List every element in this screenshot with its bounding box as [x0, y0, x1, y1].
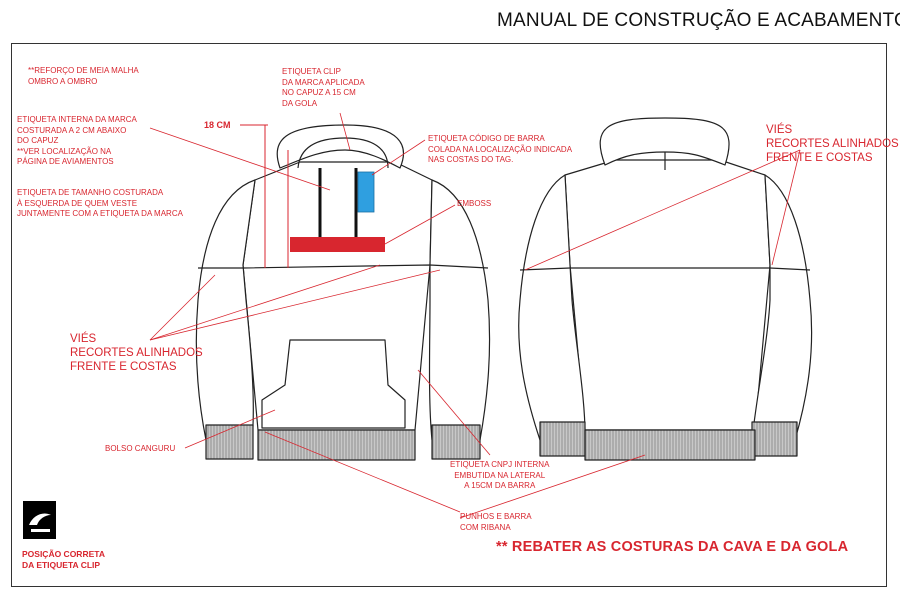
front-right-cuff [431, 424, 481, 460]
front-hood [276, 124, 404, 169]
label-vies-right: VIÉS RECORTES ALINHADOS FRENTE E COSTAS [766, 124, 899, 164]
hoodie-front [195, 124, 491, 461]
label-etiqueta-cnpj: ETIQUETA CNPJ INTERNA EMBUTIDA NA LATERA… [450, 460, 550, 490]
label-etiqueta-interna: ETIQUETA INTERNA DA MARCA COSTURADA A 2 … [17, 115, 137, 166]
hoodie-back [518, 117, 813, 461]
label-bolso-canguru: BOLSO CANGURU [105, 444, 176, 453]
front-hood-inner [297, 137, 389, 169]
back-body [564, 159, 771, 431]
label-emboss: EMBOSS [457, 199, 492, 208]
emboss-mark [290, 237, 385, 252]
diagram-frame [11, 43, 887, 587]
front-kangaroo-pocket [261, 339, 406, 429]
label-punhos-barra: PUNHOS E BARRA COM RIBANA [460, 512, 532, 532]
bottom-note: ** REBATER AS COSTURAS DA CAVA E DA GOLA [496, 539, 849, 555]
back-right-cuff [751, 421, 798, 457]
back-hood [599, 117, 730, 166]
back-left-cuff [539, 421, 586, 457]
measurement-18cm [240, 124, 289, 268]
label-medida-18cm: 18 CM [204, 120, 231, 130]
label-posicao-correta: POSIÇÃO CORRETA DA ETIQUETA CLIP [22, 549, 105, 570]
page-title: MANUAL DE CONSTRUÇÃO E ACABAMENTOS [497, 10, 900, 31]
back-yoke-seam [519, 267, 811, 271]
brand-logo-icon [23, 501, 56, 539]
back-waistband [584, 429, 756, 461]
label-etiqueta-codigo-barra: ETIQUETA CÓDIGO DE BARRA COLADA NA LOCAL… [428, 134, 573, 164]
leader-lines [149, 112, 801, 519]
front-waistband [257, 429, 416, 461]
label-reforco: **REFORÇO DE MEIA MALHA OMBRO A OMBRO [28, 66, 139, 86]
label-etiqueta-tamanho: ETIQUETA DE TAMANHO COSTURADA À ESQUERDA… [17, 188, 183, 218]
back-right-sleeve [751, 174, 813, 441]
label-etiqueta-clip: ETIQUETA CLIP DA MARCA APLICADA NO CAPUZ… [282, 67, 365, 108]
clip-tag [357, 171, 375, 213]
front-right-sleeve [428, 179, 491, 441]
front-left-sleeve [195, 179, 256, 441]
front-yoke-seam [198, 264, 489, 269]
label-vies-left: VIÉS RECORTES ALINHADOS FRENTE E COSTAS [70, 333, 203, 373]
front-left-cuff [205, 424, 254, 460]
back-left-sleeve [518, 174, 586, 441]
